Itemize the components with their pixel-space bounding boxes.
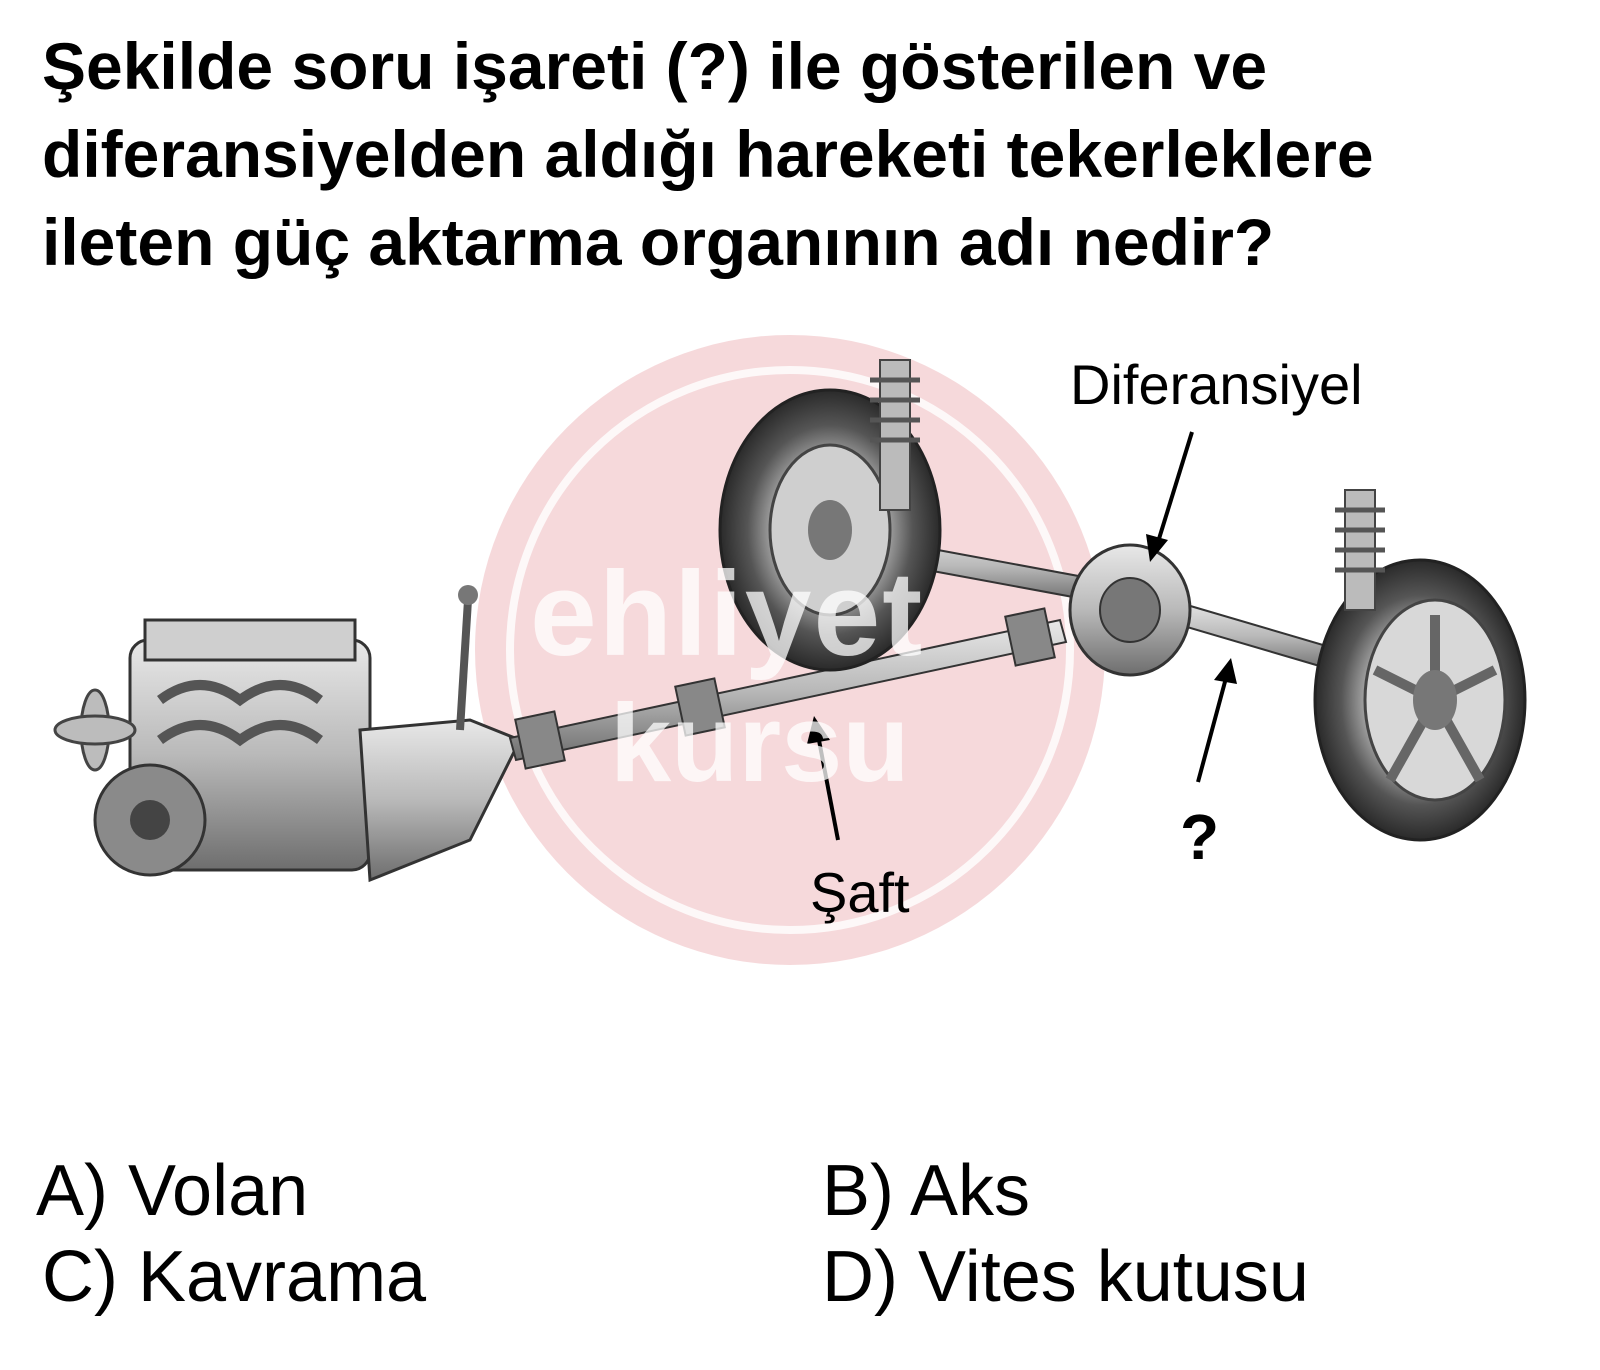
question-line-2: diferansiyelden aldığı hareketi tekerlek…	[42, 117, 1374, 191]
option-d[interactable]: D) Vites kutusu	[822, 1237, 1309, 1317]
option-b[interactable]: B) Aks	[822, 1151, 1031, 1231]
option-a[interactable]: A) Volan	[36, 1151, 309, 1231]
arrow-differential	[1146, 431, 1194, 562]
label-unknown-part: ?	[1180, 801, 1220, 873]
engine	[53, 585, 523, 883]
watermark-text-1: ehliyet	[530, 547, 925, 681]
question-line-3: ileten güç aktarma organının adı nedir?	[42, 205, 1275, 279]
differential	[1068, 543, 1192, 677]
arrow-shaft	[807, 716, 840, 841]
label-differential: Diferansiyel	[1070, 353, 1363, 416]
arrow-unknown	[1196, 658, 1237, 783]
propeller-shaft	[508, 607, 1068, 770]
drivetrain-figure	[0, 320, 1600, 1040]
right-wheel	[1313, 489, 1527, 842]
watermark-text-2: kursu	[610, 682, 910, 805]
question-line-1: Şekilde soru işareti (?) ile gösterilen …	[42, 29, 1268, 103]
question-text: Şekilde soru işareti (?) ile gösterilen …	[42, 22, 1582, 286]
option-c[interactable]: C) Kavrama	[42, 1237, 427, 1317]
drivetrain-illustration	[53, 359, 1527, 883]
label-shaft: Şaft	[810, 861, 910, 924]
left-wheel	[718, 359, 942, 672]
